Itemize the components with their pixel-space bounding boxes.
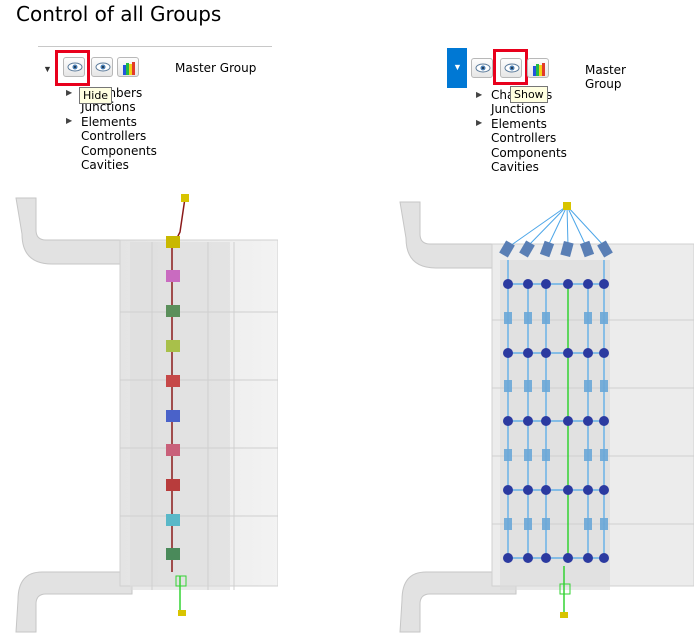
junction-rows	[503, 279, 609, 563]
tree-item-controllers[interactable]: Controllers	[81, 129, 147, 144]
color-bars-icon	[123, 62, 135, 75]
element-node[interactable]	[166, 479, 180, 491]
controller-node[interactable]	[559, 583, 571, 595]
boundary-node[interactable]	[181, 194, 189, 202]
show-button[interactable]	[500, 58, 522, 78]
hide-tooltip: Hide	[79, 87, 113, 104]
element-node[interactable]	[166, 340, 180, 352]
pipe-flange-bottom	[399, 571, 517, 633]
pipe-elements	[504, 312, 608, 530]
selection-bar	[447, 48, 467, 88]
expand-arrow-icon[interactable]: ▶	[66, 116, 73, 125]
column-header	[38, 40, 272, 47]
tree-item-elements[interactable]: Elements	[491, 116, 547, 131]
show-tooltip: Show	[510, 86, 548, 103]
tree-item-controllers[interactable]: Controllers	[491, 131, 557, 146]
boundary-node[interactable]	[560, 612, 568, 618]
boundary-node[interactable]	[178, 610, 186, 616]
model-view-shown[interactable]	[396, 200, 694, 642]
tree-item-cavities[interactable]: Cavities	[81, 158, 129, 173]
element-node[interactable]	[166, 236, 180, 248]
eye-icon	[95, 62, 111, 72]
model-view-hidden[interactable]	[12, 192, 278, 642]
tree-item-junctions[interactable]: Junctions	[491, 102, 546, 117]
element-node[interactable]	[166, 305, 180, 317]
eye-icon	[67, 62, 83, 72]
color-button[interactable]	[527, 58, 549, 78]
tree-item-components[interactable]: Components	[491, 145, 567, 160]
eye-icon	[504, 63, 520, 73]
tree-item-cavities[interactable]: Cavities	[491, 160, 539, 175]
pipe-seams	[120, 242, 278, 590]
element-node[interactable]	[166, 410, 180, 422]
tree-item-elements[interactable]: Elements	[81, 114, 137, 129]
inlet-elements	[499, 240, 613, 258]
element-node[interactable]	[166, 444, 180, 456]
hide-button[interactable]	[471, 58, 493, 78]
hide-button[interactable]	[63, 57, 85, 77]
element-node[interactable]	[166, 375, 180, 387]
expand-arrow-icon[interactable]: ▶	[476, 90, 483, 99]
inlet-fan	[509, 205, 605, 247]
eye-icon	[475, 63, 491, 73]
group-panel-hide: ▼ Master Group ▶ ▶ Chambers Junctions El…	[38, 40, 272, 177]
chevron-down-icon[interactable]: ▼	[453, 62, 462, 72]
master-group-label[interactable]: Master Group	[175, 61, 257, 75]
boundary-node[interactable]	[563, 202, 571, 210]
controller-node[interactable]	[175, 575, 187, 587]
pipe-flange-bottom	[15, 571, 133, 633]
expand-arrow-icon[interactable]: ▶	[66, 88, 73, 97]
page-title: Control of all Groups	[16, 2, 222, 26]
element-node[interactable]	[166, 514, 180, 526]
group-panel-show: ▼ Master Group ▶ ▶ Chambers Junctions El…	[447, 48, 665, 178]
master-group-label[interactable]: Master Group	[585, 63, 626, 91]
highlight-box	[493, 49, 528, 85]
element-node[interactable]	[166, 270, 180, 282]
tree-item-components[interactable]: Components	[81, 143, 157, 158]
chevron-down-icon[interactable]: ▼	[43, 64, 52, 74]
inner-chamber	[500, 260, 610, 590]
expand-arrow-icon[interactable]: ▶	[476, 118, 483, 127]
color-bars-icon	[533, 63, 545, 76]
color-button[interactable]	[117, 57, 139, 77]
highlight-box	[55, 50, 90, 86]
element-node[interactable]	[166, 548, 180, 560]
show-button[interactable]	[91, 57, 113, 77]
element-chain	[166, 236, 180, 560]
group-tree: Chambers Junctions Elements Controllers …	[81, 86, 157, 172]
